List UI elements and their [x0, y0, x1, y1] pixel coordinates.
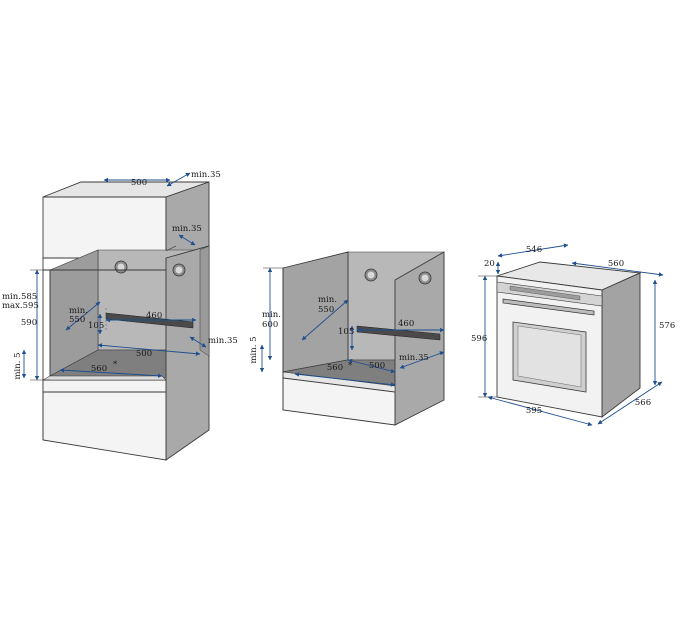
base-dim-min550-line1: min. [318, 295, 337, 305]
oven-dim-20: 20 [484, 259, 495, 269]
base-dim-min550-line2: 550 [318, 305, 334, 315]
oven-housing-side [601, 272, 641, 418]
dim-460: 460 [146, 311, 162, 321]
base-star-mark: * [348, 361, 353, 371]
base-cabinet-diagram: min. 600 min. 5 min. 550 105 460 560 * 5… [249, 251, 445, 426]
lower-shelf-front [42, 379, 167, 393]
base-dim-min35: min.35 [399, 353, 429, 363]
tall-cabinet-diagram: 500 min.35 min.35 min.585 max.595 590 mi… [2, 170, 238, 461]
base-dim-min600-line2: 600 [262, 320, 278, 330]
oven-dim-560: 560 [608, 259, 624, 269]
oven-dim-596: 596 [471, 334, 487, 344]
dim-max595: max.595 [2, 301, 39, 311]
base-left-wall [282, 251, 349, 373]
dim-min585: min.585 [2, 292, 37, 302]
dim-500-top: 500 [131, 178, 147, 188]
oven-display [509, 285, 581, 301]
oven-dim-595: 595 [526, 406, 542, 416]
oven-diagram: 546 20 560 596 576 595 566 [471, 243, 675, 427]
dim-500-floor: 500 [136, 349, 152, 359]
oven-dim-566: 566 [635, 398, 651, 408]
star-mark: * [113, 360, 118, 370]
oven-dim-546: 546 [526, 245, 542, 255]
upper-box-front [42, 196, 167, 259]
dim-min35-right: min.35 [208, 336, 238, 346]
base-dim-105: 105 [338, 327, 354, 337]
base-dim-min600-line1: min. [262, 310, 281, 320]
dim-590: 590 [21, 318, 37, 328]
dim-min5: min. 5 [13, 352, 23, 379]
lower-cabinet-front [42, 391, 167, 461]
oven-door-handle [502, 298, 595, 316]
dim-min35-back: min.35 [172, 224, 202, 234]
base-dim-560: 560 [327, 363, 343, 373]
dim-105: 105 [88, 321, 104, 331]
dim-min35-top: min.35 [191, 170, 221, 180]
dim-min550-line2: 550 [69, 315, 85, 325]
dim-min550-line1: min. [69, 306, 88, 316]
base-dim-500: 500 [369, 361, 385, 371]
base-dim-460: 460 [398, 319, 414, 329]
base-dim-min5: min. 5 [249, 336, 259, 363]
lower-shelf-top [41, 375, 167, 381]
dim-560: 560 [91, 364, 107, 374]
oven-dim-576: 576 [659, 321, 675, 331]
